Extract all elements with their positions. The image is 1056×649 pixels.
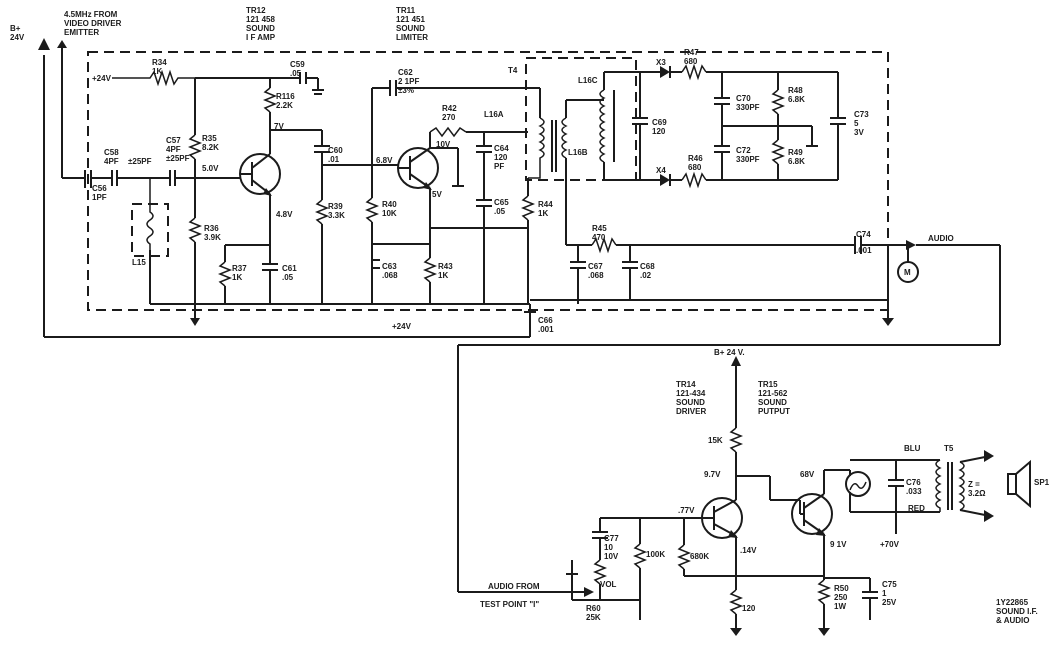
b-plus-label: B+24V xyxy=(10,24,25,42)
x4-label: X4 xyxy=(656,166,666,175)
v5-label: 5.0V xyxy=(202,164,219,173)
l16c-label: L16C xyxy=(578,76,598,85)
v97-label: 9.7V xyxy=(704,470,721,479)
impedance-label: Z =3.2Ω xyxy=(968,480,986,498)
c65-label: C65.05 xyxy=(494,198,509,216)
t5-label: T5 xyxy=(944,444,954,453)
c58-trim-label: ±25PF xyxy=(128,157,152,166)
c61-label: C61.05 xyxy=(282,264,297,282)
c66-label: C66.001 xyxy=(538,316,554,334)
v14-label: .14V xyxy=(740,546,757,555)
plus24-rail-label: +24V xyxy=(92,74,111,83)
r100k-label: 100K xyxy=(646,550,666,559)
t4-label: T4 xyxy=(508,66,518,75)
c68-label: C68.02 xyxy=(640,262,655,280)
x3-label: X3 xyxy=(656,58,666,67)
sp1-label: SP1 xyxy=(1034,478,1050,487)
c63-label: C63.068 xyxy=(382,262,398,280)
r15k-label: 15K xyxy=(708,436,723,445)
c60-label: C60.01 xyxy=(328,146,343,164)
v48-label: 4.8V xyxy=(276,210,293,219)
r120-label: 120 xyxy=(742,604,756,613)
c76-label: C76.033 xyxy=(906,478,922,496)
vol-label: VOL xyxy=(600,580,617,589)
c74-label: C74 xyxy=(856,230,871,239)
l16a-label: L16A xyxy=(484,110,504,119)
r680k-label: 680K xyxy=(690,552,710,561)
c67-label: C67.068 xyxy=(588,262,604,280)
v68b-label: 68V xyxy=(800,470,815,479)
l15-label: L15 xyxy=(132,258,146,267)
c59-label: C59.05 xyxy=(290,60,305,78)
blu-label: BLU xyxy=(904,444,921,453)
audio-out-label: AUDIO xyxy=(928,234,954,243)
v7-label: 7V xyxy=(274,122,284,131)
red-label: RED xyxy=(908,504,925,513)
v70-label: +70V xyxy=(880,540,899,549)
v77-label: .77V xyxy=(678,506,695,515)
audio-from-label: AUDIO FROM xyxy=(488,582,540,591)
meter-label: M xyxy=(904,268,911,277)
v5b-label: 5V xyxy=(432,190,442,199)
plus24-bottom-label: +24V xyxy=(392,322,411,331)
l16b-label: L16B xyxy=(568,148,588,157)
v68-label: 6.8V xyxy=(376,156,393,165)
audio-supply-label: B+ 24 V. xyxy=(714,348,745,357)
v10-label: 10V xyxy=(436,140,451,149)
c74-value: .001 xyxy=(856,246,872,255)
test-point-label: TEST POINT "I" xyxy=(480,600,540,609)
v91-label: 9 1V xyxy=(830,540,847,549)
